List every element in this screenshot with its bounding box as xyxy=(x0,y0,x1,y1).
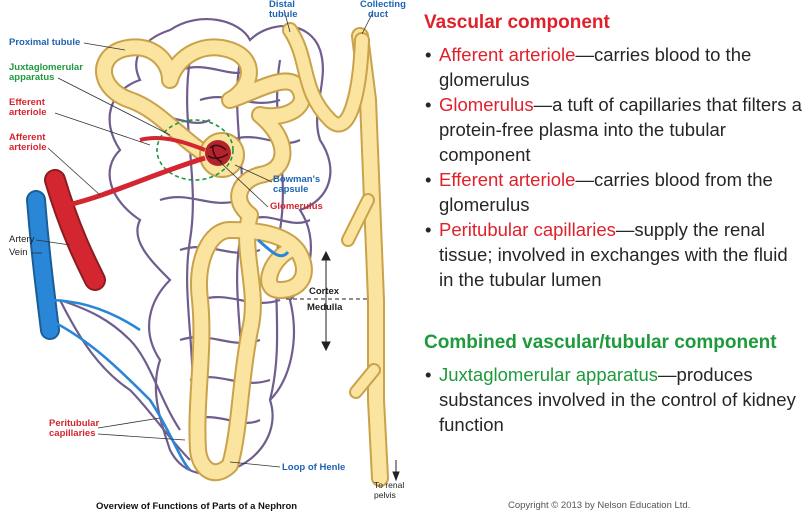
label-jga-line2: apparatus xyxy=(9,72,55,83)
bullet-item: Juxtaglomerular apparatus—produces subst… xyxy=(424,362,806,437)
diagram-caption: Overview of Functions of Parts of a Neph… xyxy=(96,501,298,512)
label-afferent-line1: Afferent xyxy=(9,132,46,143)
bullet-term: Juxtaglomerular apparatus xyxy=(439,364,659,385)
artery-vein xyxy=(26,136,290,471)
bullet-item: Efferent arteriole—carries blood from th… xyxy=(424,167,806,217)
label-loop-of-henle: Loop of Henle xyxy=(282,462,346,473)
label-efferent-arteriole: Efferent arteriole xyxy=(9,98,47,118)
bullet-item: Afferent arteriole—carries blood to the … xyxy=(424,42,806,92)
bowmans-capsule-glomerulus xyxy=(156,119,245,181)
label-collecting-duct-line2: duct xyxy=(368,9,389,20)
bullet-term: Efferent arteriole xyxy=(439,169,576,190)
label-peritubular-capillaries: Peritubular capillaries xyxy=(49,419,99,439)
label-distal-tubule-line1: Distal xyxy=(269,0,295,10)
label-peritubular-line1: Peritubular xyxy=(49,418,100,429)
label-renal-pelvis-line2: pelvis xyxy=(374,490,396,500)
label-efferent-line2: arteriole xyxy=(9,107,47,118)
copyright-notice: Copyright © 2013 by Nelson Education Ltd… xyxy=(508,500,691,511)
bullet-term: Afferent arteriole xyxy=(439,44,576,65)
bullet-item: Peritubular capillaries—supply the renal… xyxy=(424,217,806,292)
label-bowman-line2: capsule xyxy=(273,184,309,195)
bullet-description: —supply the renal tissue; involved in ex… xyxy=(439,219,788,290)
label-jga-line1: Juxtaglomerular xyxy=(9,62,83,73)
label-collecting-duct-line1: Collecting xyxy=(360,0,406,10)
combined-list: Juxtaglomerular apparatus—produces subst… xyxy=(424,362,806,437)
bullet-term: Peritubular capillaries xyxy=(439,219,616,240)
label-juxtaglomerular-apparatus: Juxtaglomerular apparatus xyxy=(9,63,83,83)
nephron-diagram: Distal tubule Collecting duct Proximal t… xyxy=(9,0,408,512)
label-afferent-line2: arteriole xyxy=(9,142,47,153)
label-proximal-tubule: Proximal tubule xyxy=(9,37,81,48)
text-panel: Vascular component Afferent arteriole—ca… xyxy=(420,0,810,515)
label-peritubular-line2: capillaries xyxy=(49,428,96,439)
label-glomerulus: Glomerulus xyxy=(270,201,323,212)
label-renal-pelvis-line1: To renal xyxy=(374,480,405,490)
label-artery: Artery xyxy=(9,234,35,245)
label-efferent-line1: Efferent xyxy=(9,97,45,108)
nephron-illustration xyxy=(26,9,400,487)
vascular-list: Afferent arteriole—carries blood to the … xyxy=(424,42,806,292)
bullet-term: Glomerulus xyxy=(439,94,534,115)
label-medulla: Medulla xyxy=(307,302,343,313)
bullet-item: Glomerulus—a tuft of capillaries that fi… xyxy=(424,92,806,167)
label-bowmans-capsule: Bowman's capsule xyxy=(273,175,320,195)
bullet-description: —produces substances involved in the con… xyxy=(439,364,796,435)
label-collecting-duct: Collecting duct xyxy=(360,0,406,20)
combined-heading: Combined vascular/tubular component xyxy=(424,332,777,353)
label-distal-tubule: Distal tubule xyxy=(269,0,298,20)
label-bowman-line1: Bowman's xyxy=(273,174,321,185)
label-vein: Vein xyxy=(9,247,28,258)
cortex-medulla-marker xyxy=(286,250,400,482)
leader-lines xyxy=(32,9,373,468)
label-cortex: Cortex xyxy=(309,286,340,297)
label-to-renal-pelvis: To renal pelvis xyxy=(374,480,408,500)
renal-tubule xyxy=(95,22,370,482)
collecting-duct-shape xyxy=(341,27,389,487)
bullet-description: —carries blood to the glomerulus xyxy=(439,44,752,90)
bullet-description: —a tuft of capillaries that filters a pr… xyxy=(439,94,802,165)
vascular-heading: Vascular component xyxy=(424,12,610,33)
label-distal-tubule-line2: tubule xyxy=(269,9,298,20)
bullet-description: —carries blood from the glomerulus xyxy=(439,169,773,215)
label-afferent-arteriole: Afferent arteriole xyxy=(9,133,47,153)
